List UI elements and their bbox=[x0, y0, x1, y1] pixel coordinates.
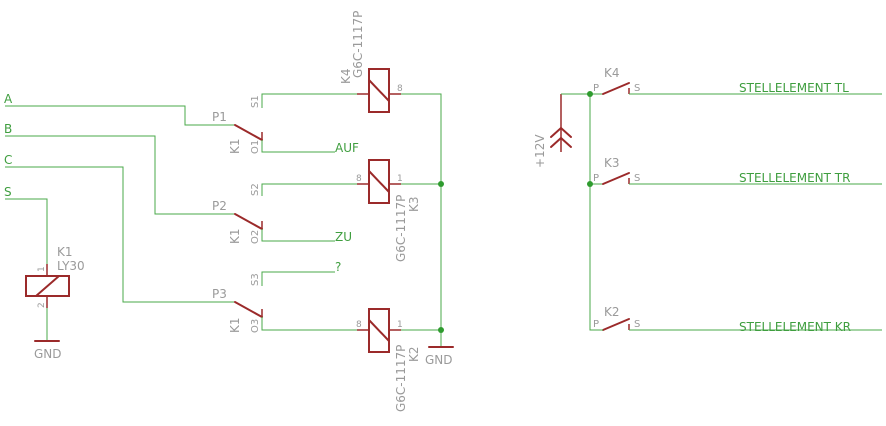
contact-k2-s: S bbox=[634, 319, 640, 330]
relay-k2-pin-b: 1 bbox=[397, 320, 403, 330]
contact-k2-name: K2 bbox=[604, 305, 620, 319]
output-stellelement-tl: STELLELEMENT TL bbox=[739, 81, 849, 95]
relay-k4-name: K4 bbox=[339, 68, 353, 84]
switch-p2-o: O2 bbox=[250, 230, 261, 244]
contact-k3-p: P bbox=[593, 173, 599, 184]
supply-rail bbox=[589, 94, 600, 331]
contact-k4-p: P bbox=[593, 83, 599, 94]
output-zu: ZU bbox=[335, 230, 352, 244]
ground-symbol: GND bbox=[34, 340, 62, 361]
contact-k3-name: K3 bbox=[604, 156, 620, 170]
supply-12v: +12V bbox=[533, 93, 590, 168]
coil-k1: K1 LY30 1 2 bbox=[25, 245, 85, 340]
switch-p1-label: P1 bbox=[212, 110, 227, 124]
relay-k4-pin-s: S1 bbox=[250, 95, 261, 108]
junction-dot bbox=[587, 91, 593, 97]
switch-p3-name: K1 bbox=[228, 317, 242, 333]
relay-k3: S2 8 1 K3 G6C-1117P bbox=[250, 159, 441, 262]
switch-p2-name: K1 bbox=[228, 228, 242, 244]
contact-k3-s: S bbox=[634, 173, 640, 184]
coil-k1-value: LY30 bbox=[57, 259, 85, 273]
junction-dot bbox=[587, 181, 593, 187]
output-stellelement-kr: STELLELEMENT KR bbox=[739, 320, 851, 334]
relay-k3-pin-s: S2 bbox=[250, 183, 261, 196]
coil-k1-pin2: 2 bbox=[37, 302, 47, 308]
contact-k3: K3 P S STELLELEMENT TR bbox=[590, 156, 882, 185]
contact-k2-p: P bbox=[593, 319, 599, 330]
coil-k1-name: K1 bbox=[57, 245, 73, 259]
switch-p3-o: O3 bbox=[250, 319, 261, 333]
net-label-c: C bbox=[4, 153, 12, 167]
switch-p2-label: P2 bbox=[212, 199, 227, 213]
switch-p1-o: O1 bbox=[250, 140, 261, 154]
output-auf: AUF bbox=[335, 141, 359, 155]
net-label-a: A bbox=[4, 92, 13, 106]
contact-k2: K2 P S STELLELEMENT KR bbox=[593, 305, 882, 334]
net-a: A bbox=[4, 92, 235, 126]
ground-label: GND bbox=[425, 353, 453, 367]
relay-k3-pin-a: 8 bbox=[356, 174, 362, 184]
contact-k4: K4 P S STELLELEMENT TL bbox=[590, 66, 882, 95]
ground-label: GND bbox=[34, 347, 62, 361]
supply-12v-label: +12V bbox=[533, 134, 547, 168]
relay-k2-value: G6C-1117P bbox=[394, 345, 408, 412]
contact-k4-name: K4 bbox=[604, 66, 620, 80]
contact-k4-s: S bbox=[634, 83, 640, 94]
coil-k1-pin1: 1 bbox=[37, 266, 47, 272]
switch-k1-p2: P2 K1 O2 bbox=[212, 199, 335, 244]
switch-k1-p1: P1 K1 O1 bbox=[212, 110, 335, 154]
ground-symbol: GND bbox=[425, 346, 454, 367]
output-stellelement-tr: STELLELEMENT TR bbox=[739, 171, 850, 185]
relay-k4-pin-b: 8 bbox=[397, 84, 403, 94]
junction-dot bbox=[438, 181, 444, 187]
relay-k2-name: K2 bbox=[407, 346, 421, 362]
switch-p1-name: K1 bbox=[228, 138, 242, 154]
relay-k3-value: G6C-1117P bbox=[394, 195, 408, 262]
switch-s3: S3 bbox=[250, 271, 335, 286]
net-c: C bbox=[4, 153, 235, 303]
switch-k1-p3: P3 K1 O3 bbox=[212, 287, 357, 333]
net-label-s: S bbox=[4, 185, 12, 199]
net-s: S bbox=[4, 185, 48, 264]
relay-k2-pin-a: 8 bbox=[356, 320, 362, 330]
net-label-b: B bbox=[4, 122, 12, 136]
relay-k3-pin-b: 1 bbox=[397, 174, 403, 184]
relay-k4: S1 8 K4 G6C-1117P bbox=[250, 11, 442, 184]
net-b: B bbox=[4, 122, 235, 215]
relay-k3-name: K3 bbox=[407, 196, 421, 212]
switch-p3-label: P3 bbox=[212, 287, 227, 301]
output-unknown: ? bbox=[335, 260, 341, 274]
switch-s3-pin: S3 bbox=[250, 273, 261, 286]
junction-dot bbox=[438, 327, 444, 333]
relay-k4-value: G6C-1117P bbox=[351, 11, 365, 78]
